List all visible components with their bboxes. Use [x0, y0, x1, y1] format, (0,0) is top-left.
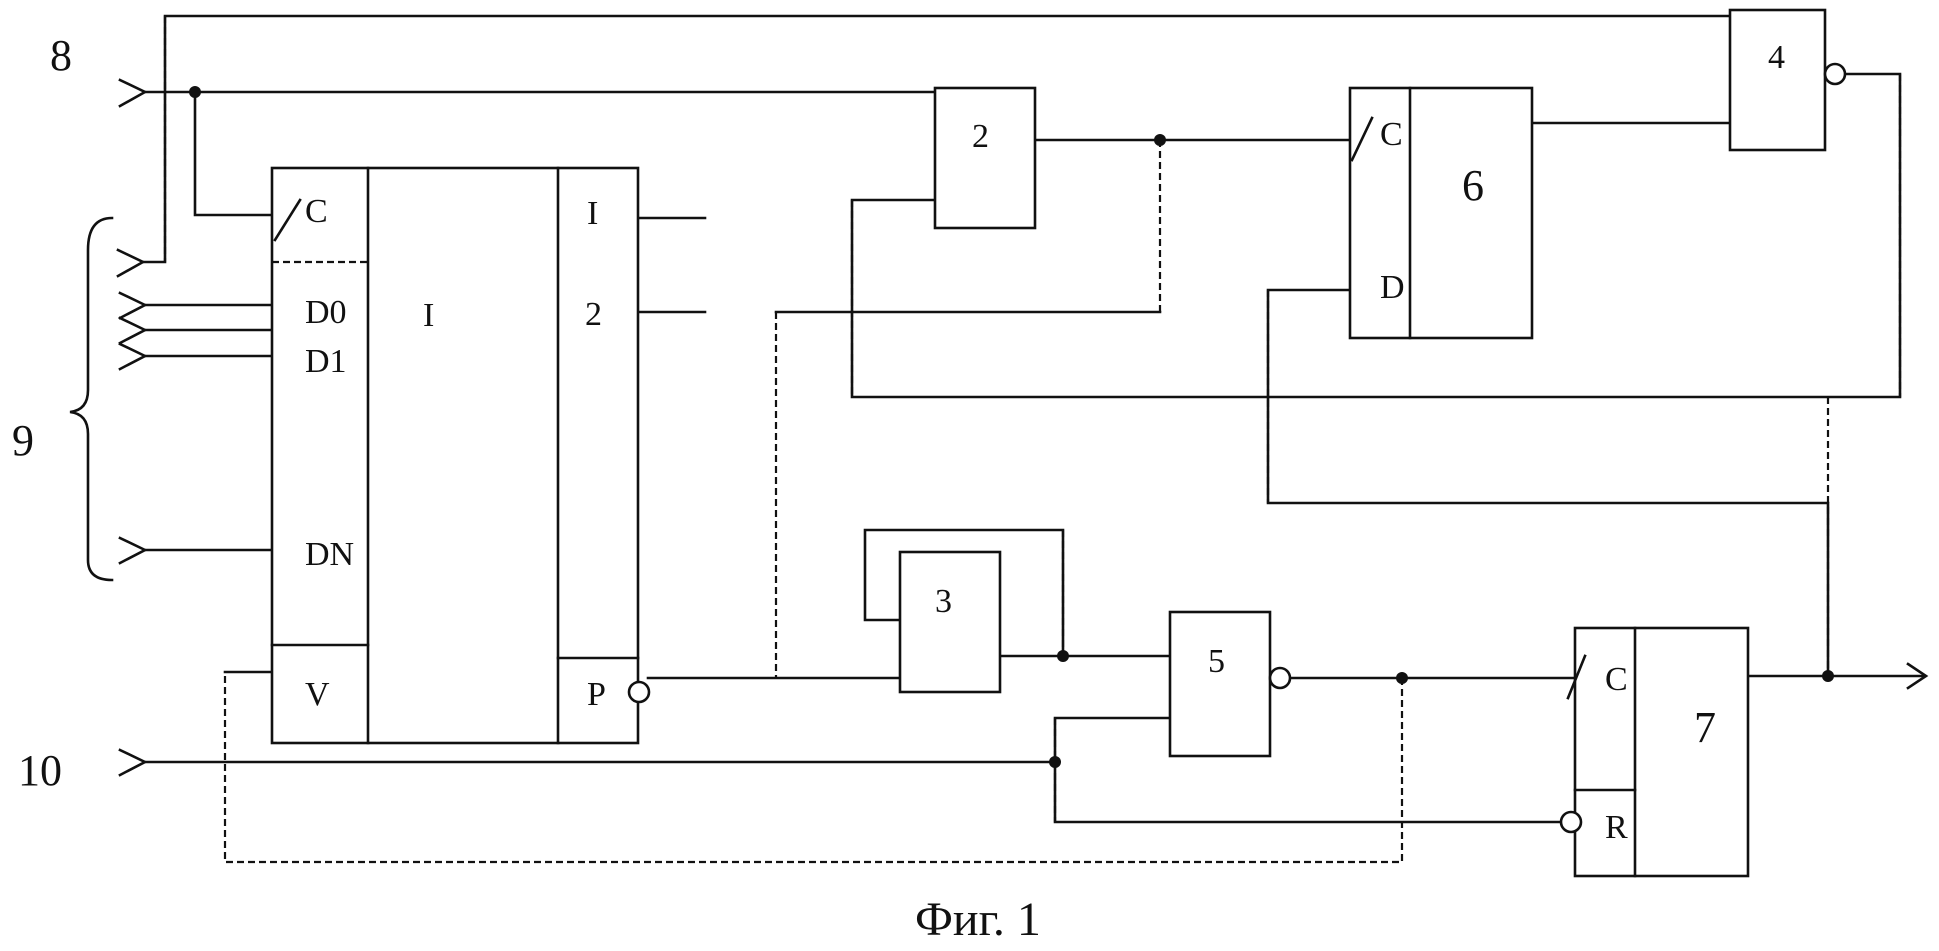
inversion-bubble [629, 682, 649, 702]
block-7 [1568, 628, 1748, 876]
input-brace [70, 218, 112, 580]
block1-input-d1: D1 [305, 343, 347, 380]
block1-output-2: 2 [585, 296, 602, 333]
input-9-label: 9 [12, 416, 34, 465]
block5-number: 5 [1208, 643, 1225, 680]
block7-number: 7 [1694, 703, 1716, 752]
block1-output-p: P [587, 676, 606, 713]
block7-input-r: R [1605, 809, 1628, 846]
input-8-label: 8 [50, 31, 72, 80]
block-4 [1730, 10, 1825, 150]
block6-number: 6 [1462, 161, 1484, 210]
block-5 [1170, 612, 1270, 756]
block-3 [900, 552, 1000, 692]
block4-number: 4 [1768, 39, 1785, 76]
inversion-bubble [1825, 64, 1845, 84]
input-10-label: 10 [18, 746, 62, 795]
block1-output-1: I [587, 195, 598, 232]
input-arrows [118, 80, 145, 775]
block1-number: I [423, 297, 434, 334]
block7-input-c: C [1605, 661, 1628, 698]
block6-input-d: D [1380, 269, 1405, 306]
block1-input-c: C [305, 193, 328, 230]
block-2 [935, 88, 1035, 228]
figure-caption: Фиг. 1 [915, 893, 1041, 946]
block3-number: 3 [935, 583, 952, 620]
block-6 [1350, 88, 1532, 338]
block-1 [272, 168, 638, 743]
block1-input-d0: D0 [305, 294, 347, 331]
inversion-bubble [1561, 812, 1581, 832]
block6-input-c: C [1380, 116, 1403, 153]
inversion-bubble [1270, 668, 1290, 688]
block1-input-v: V [305, 676, 330, 713]
block2-number: 2 [972, 118, 989, 155]
block1-input-dn: DN [305, 536, 354, 573]
